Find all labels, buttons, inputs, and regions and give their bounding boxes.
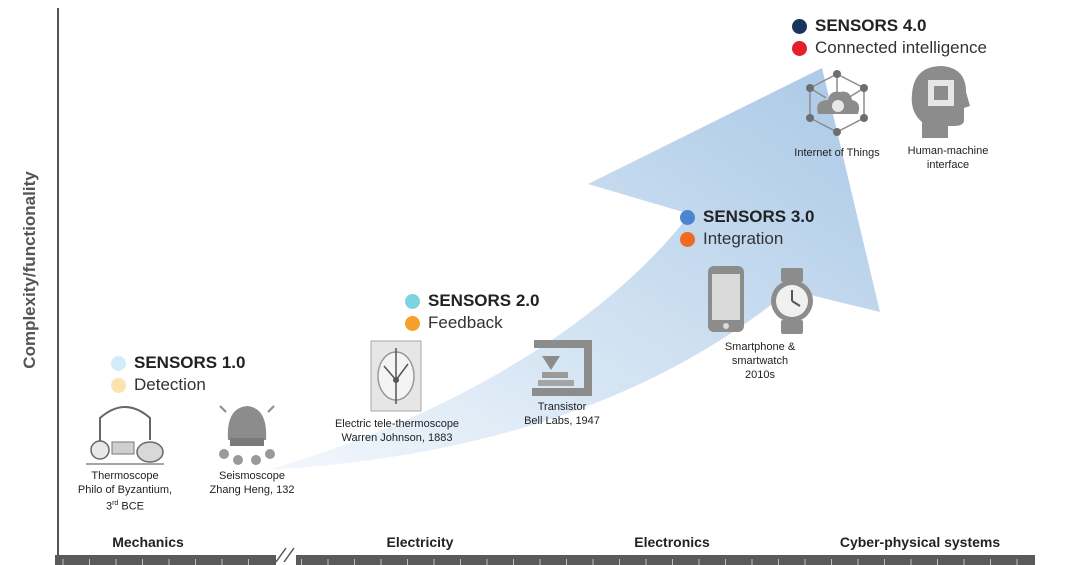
- generation-3-subtitle-dot: [680, 231, 695, 247]
- generation-4-name-dot: [792, 18, 807, 34]
- caption-thermoscope-line-2: Philo of Byzantium,: [77, 484, 173, 496]
- growth-arrow: [268, 68, 880, 470]
- generation-4-subtitle: Connected intelligence: [815, 38, 988, 57]
- caption-tele-thermoscope-line-2: Warren Johnson, 1883: [341, 432, 453, 444]
- axis-break-marker: [275, 547, 296, 565]
- generation-4-name: SENSORS 4.0: [815, 16, 927, 35]
- generation-3-name: SENSORS 3.0: [703, 207, 815, 226]
- smartwatch-icon: [771, 268, 813, 334]
- caption-hmi-line-1: Human-machine: [907, 145, 989, 157]
- seismoscope-icon: [219, 405, 275, 465]
- era-electricity: Electricity: [386, 534, 454, 550]
- generation-1-subtitle-dot: [111, 377, 126, 393]
- generation-4-subtitle-dot: [792, 40, 807, 56]
- caption-thermoscope-century: 3: [105, 500, 113, 513]
- generation-1-name-dot: [111, 355, 126, 371]
- generation-2-subtitle-dot: [405, 315, 420, 331]
- era-electronics: Electronics: [634, 534, 710, 550]
- era-cyber-physical-systems: Cyber-physical systems: [839, 534, 1001, 550]
- x-axis-ticks: [62, 559, 1018, 565]
- era-mechanics: Mechanics: [112, 534, 184, 550]
- generation-3-subtitle: Integration: [703, 229, 784, 248]
- iot-cloud-network-icon: [806, 70, 868, 136]
- generation-2-name: SENSORS 2.0: [428, 291, 540, 310]
- generation-2-name-dot: [405, 293, 420, 309]
- caption-smartphone-smartwatch: Smartphone & smartwatch 2010s: [725, 340, 795, 382]
- caption-human-machine-interface: Human-machine interface: [908, 144, 989, 172]
- caption-transistor-line-1: Transistor: [537, 401, 587, 413]
- caption-hmi-line-2: interface: [926, 159, 970, 171]
- thermoscope-icon: [86, 406, 164, 465]
- caption-transistor-line-2: Bell Labs, 1947: [524, 415, 600, 427]
- generation-sensors-1: SENSORS 1.0 Detection: [111, 352, 246, 396]
- x-axis-bar: [55, 555, 1035, 565]
- caption-smartphone-line-3: 2010s: [745, 369, 775, 381]
- generation-sensors-2: SENSORS 2.0 Feedback: [405, 290, 540, 334]
- caption-smartphone-line-1: Smartphone &: [724, 341, 796, 353]
- caption-thermoscope-ordinal: rd: [112, 500, 119, 507]
- generation-sensors-4: SENSORS 4.0 Connected intelligence: [792, 15, 987, 59]
- caption-iot-line-1: Internet of Things: [794, 147, 880, 159]
- generation-1-subtitle: Detection: [134, 375, 206, 394]
- caption-internet-of-things: Internet of Things: [794, 146, 879, 160]
- caption-thermoscope: Thermoscope Philo of Byzantium, 3rd BCE: [78, 469, 172, 514]
- caption-thermoscope-line-3: 3rd BCE: [78, 497, 172, 514]
- transistor-icon: [532, 340, 592, 396]
- human-head-chip-icon: [911, 66, 970, 138]
- caption-tele-thermoscope: Electric tele-thermoscope Warren Johnson…: [335, 417, 459, 445]
- caption-transistor: Transistor Bell Labs, 1947: [524, 400, 600, 428]
- generation-sensors-3: SENSORS 3.0 Integration: [680, 206, 815, 250]
- caption-seismoscope-line-1: Seismoscope: [218, 470, 286, 482]
- y-axis-label: Complexity/functionality: [20, 171, 39, 369]
- caption-seismoscope: Seismoscope Zhang Heng, 132: [209, 469, 294, 497]
- caption-tele-thermoscope-line-1: Electric tele-thermoscope: [334, 418, 460, 430]
- caption-smartphone-line-2: smartwatch: [731, 355, 789, 367]
- caption-thermoscope-era: BCE: [118, 500, 145, 513]
- caption-seismoscope-line-2: Zhang Heng, 132: [209, 484, 295, 496]
- generation-1-name: SENSORS 1.0: [134, 353, 246, 372]
- caption-thermoscope-line-1: Thermoscope: [91, 470, 159, 482]
- smartphone-icon: [708, 266, 744, 332]
- generation-3-name-dot: [680, 209, 695, 225]
- tele-thermoscope-icon: [370, 340, 422, 412]
- generation-2-subtitle: Feedback: [428, 313, 503, 332]
